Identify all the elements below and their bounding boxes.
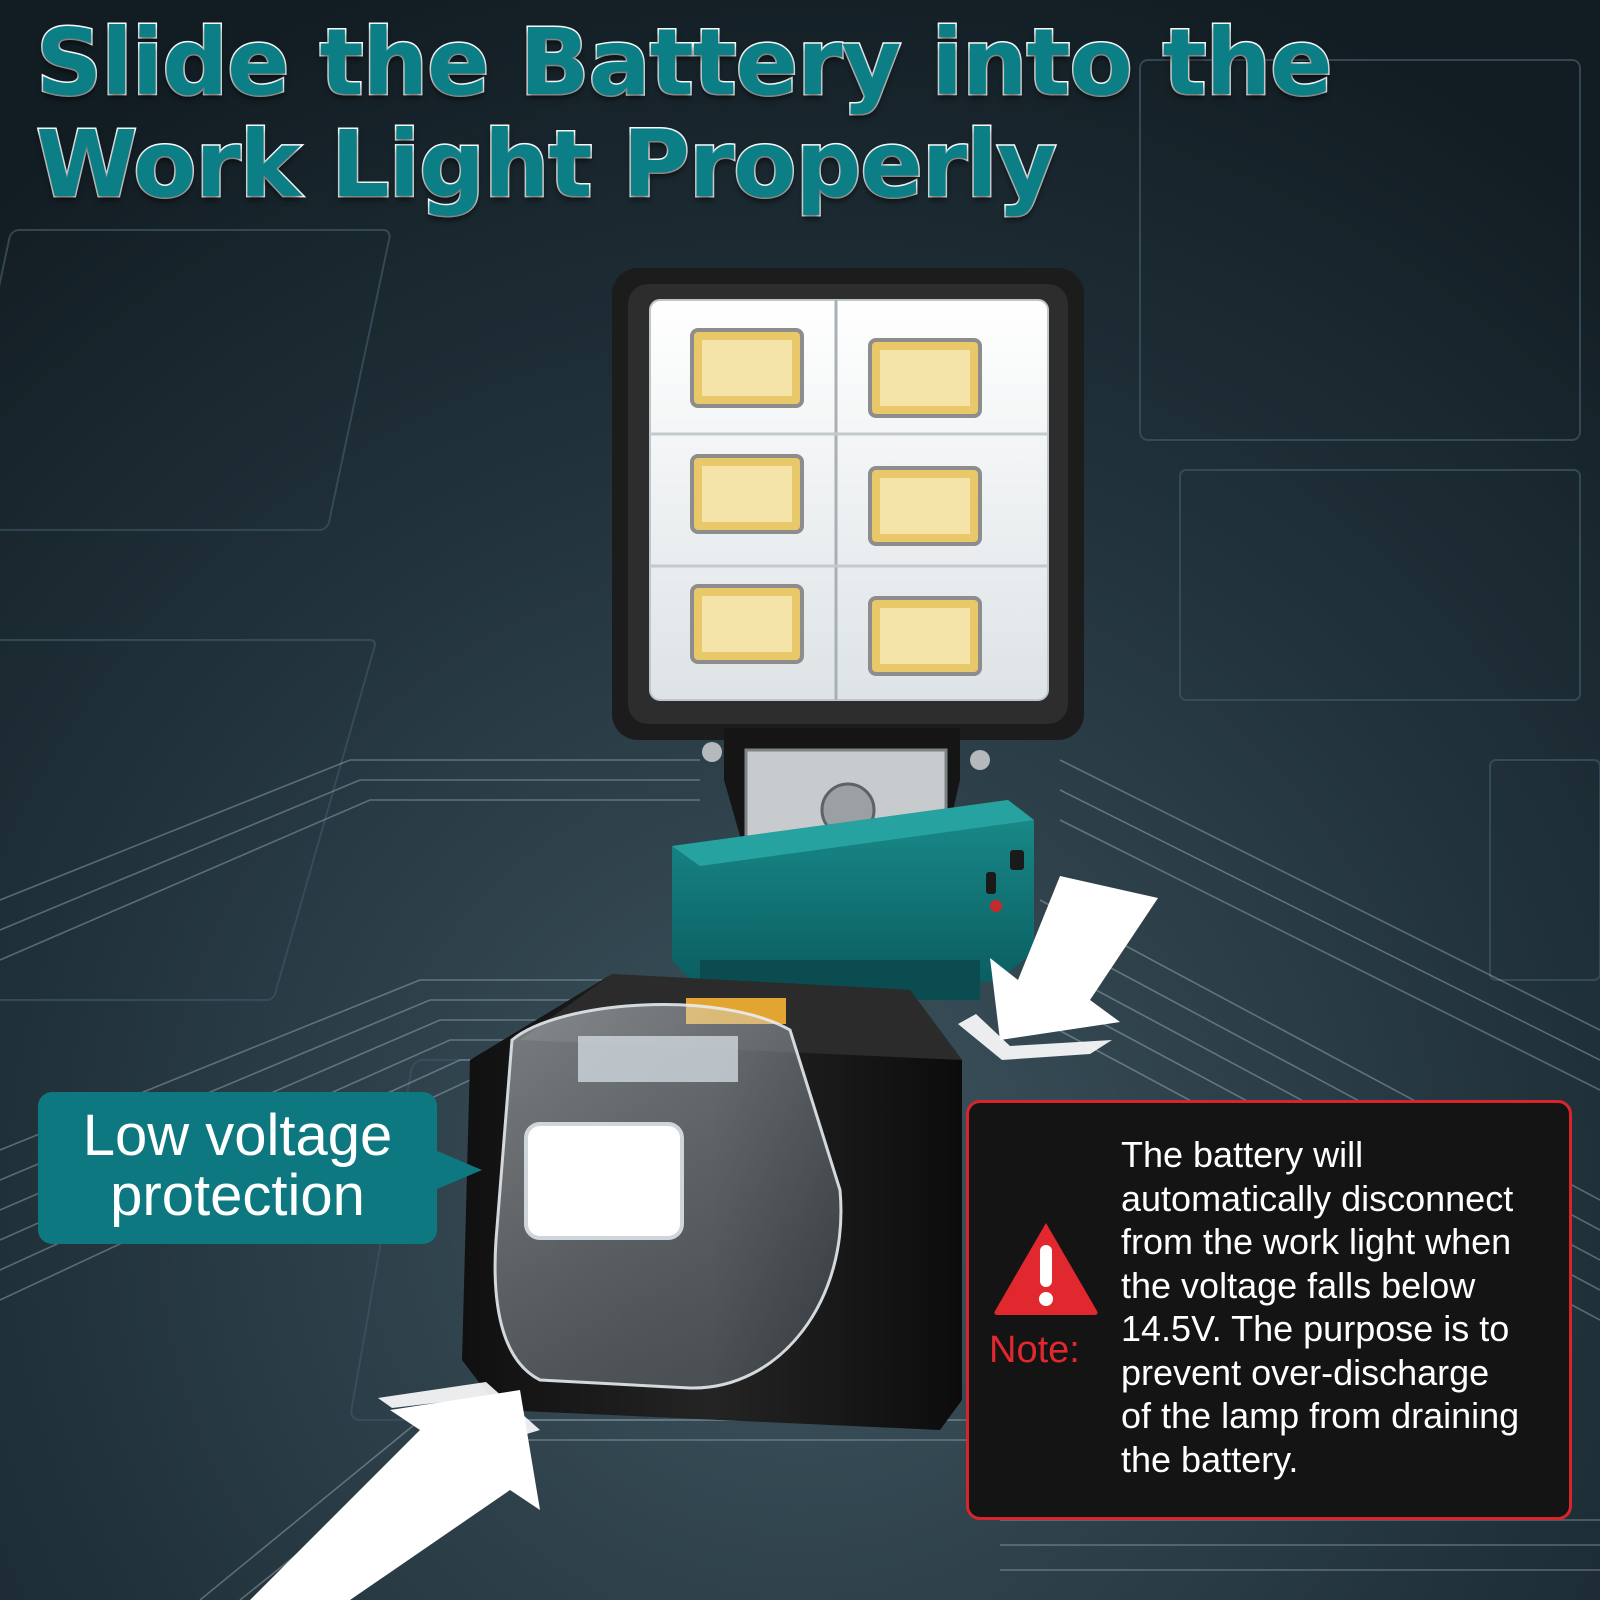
note-text: The battery will automatically disconnec… — [1121, 1133, 1561, 1481]
arrow-icon — [250, 1382, 540, 1600]
headline-line-1: Slide the Battery into the — [35, 9, 1335, 116]
battery-pack — [462, 974, 962, 1430]
callout-line-2: protection — [110, 1163, 365, 1228]
led-module-grid — [690, 328, 982, 676]
callout-pointer — [430, 1148, 482, 1192]
warning-triangle-icon — [994, 1223, 1098, 1315]
battery-adapter-base — [672, 800, 1034, 1000]
note-line: The battery will — [1121, 1134, 1364, 1175]
note-line: 14.5V. The purpose is to — [1121, 1308, 1510, 1349]
low-voltage-callout: Low voltage protection — [38, 1092, 437, 1244]
note-box: Note: The battery will automatically dis… — [966, 1100, 1572, 1520]
note-label: Note: — [989, 1329, 1080, 1371]
headline: Slide the Battery into the Work Light Pr… — [35, 9, 1336, 218]
note-line: from the work light when — [1121, 1221, 1512, 1262]
note-line: automatically disconnect — [1121, 1177, 1514, 1219]
headline-line-2: Work Light Properly — [35, 111, 1059, 218]
arrow-icon — [958, 876, 1158, 1060]
note-line: prevent over-discharge — [1121, 1351, 1490, 1393]
note-line: the voltage falls below — [1121, 1264, 1476, 1306]
callout-line-1: Low voltage — [82, 1103, 393, 1168]
work-light-head — [612, 268, 1084, 740]
note-line: the battery. — [1121, 1438, 1299, 1480]
note-line: of the lamp from draining — [1121, 1395, 1520, 1436]
